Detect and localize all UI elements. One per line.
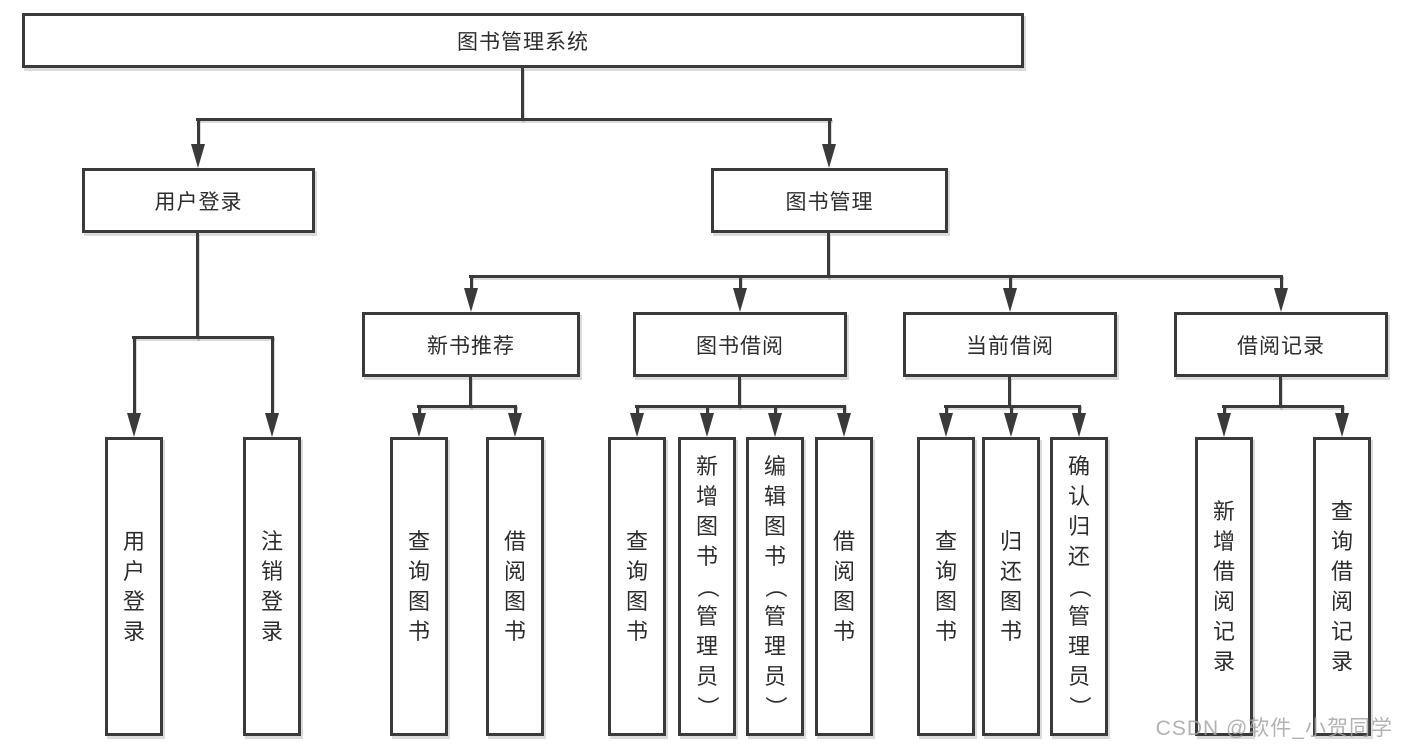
leaf-br-query-record: 查询借阅记录 [1313, 437, 1371, 736]
connector-borrow-records-stem [1279, 377, 1282, 408]
arrowhead-icon [265, 413, 279, 437]
arrow-to-leaf-user-login [127, 336, 141, 437]
arrow-to-leaf-logout [265, 336, 279, 437]
node-book-mgmt-label: 图书管理 [785, 190, 874, 214]
leaf-bb-query-book-label: 查询图书 [625, 528, 648, 644]
arrowhead-icon [1274, 288, 1288, 312]
arrowhead-icon [1335, 413, 1349, 437]
node-book-borrow-label: 图书借阅 [696, 334, 784, 358]
arrow-to-leaf-br-add-record [1217, 405, 1231, 437]
node-borrow-records-label: 借阅记录 [1237, 334, 1325, 358]
node-current-borrow-label: 当前借阅 [966, 334, 1054, 358]
arrowhead-icon [412, 413, 426, 437]
leaf-cb-return-book: 归还图书 [982, 437, 1040, 736]
arrow-to-leaf-cb-return-book [1004, 405, 1018, 437]
node-user-login-label: 用户登录 [154, 190, 243, 214]
leaf-rec-borrow-book-label: 借阅图书 [503, 528, 526, 644]
node-new-book-rec-label: 新书推荐 [427, 334, 515, 358]
arrow-to-leaf-cb-confirm-return [1072, 405, 1086, 437]
connector-level3-branch [469, 275, 1283, 278]
connector-root-stem [521, 68, 524, 120]
leaf-user-login: 用户登录 [105, 437, 163, 736]
leaf-bb-edit-book-label: 编辑图书（管理员） [763, 453, 788, 718]
leaf-br-add-record-label: 新增借阅记录 [1212, 498, 1235, 674]
leaf-bb-edit-book: 编辑图书（管理员） [746, 437, 804, 736]
arrowhead-icon [837, 413, 851, 437]
arrowhead-icon [191, 144, 205, 168]
node-borrow-records: 借阅记录 [1174, 312, 1388, 377]
arrow-to-borrow-records [1274, 275, 1288, 312]
node-new-book-rec: 新书推荐 [362, 312, 580, 377]
arrow-to-book-borrow [733, 275, 747, 312]
arrowhead-icon [464, 288, 478, 312]
connector-book-borrow-branch [635, 405, 846, 408]
leaf-cb-return-book-label: 归还图书 [999, 528, 1022, 644]
connector-level2-branch [196, 118, 832, 121]
arrowhead-icon [1003, 288, 1017, 312]
leaf-cb-query-book-label: 查询图书 [934, 528, 957, 644]
arrow-to-current-borrow [1003, 275, 1017, 312]
leaf-rec-query-book-label: 查询图书 [407, 528, 430, 644]
node-root-label: 图书管理系统 [457, 30, 589, 54]
arrow-to-leaf-bb-add-book [700, 405, 714, 437]
connector-book-mgmt-stem [827, 233, 830, 278]
arrow-to-leaf-cb-query-book [939, 405, 953, 437]
arrowhead-icon [733, 288, 747, 312]
arrow-to-book-mgmt [822, 118, 836, 168]
arrow-to-new-book-rec [464, 275, 478, 312]
node-book-mgmt: 图书管理 [711, 168, 948, 233]
leaf-logout: 注销登录 [243, 437, 301, 736]
arrowhead-icon [700, 413, 714, 437]
arrowhead-icon [1217, 413, 1231, 437]
leaf-cb-confirm-return: 确认归还（管理员） [1050, 437, 1108, 736]
arrowhead-icon [822, 144, 836, 168]
connector-user-login-stem [196, 233, 199, 339]
connector-new-book-rec-branch [417, 405, 517, 408]
node-user-login: 用户登录 [82, 168, 315, 233]
arrow-to-leaf-rec-query-book [412, 405, 426, 437]
connector-user-login-branch [132, 336, 274, 339]
csdn-watermark: CSDN @软件_小贺同学 [1155, 717, 1393, 740]
node-book-borrow: 图书借阅 [633, 312, 847, 377]
leaf-cb-confirm-return-label: 确认归还（管理员） [1067, 453, 1092, 718]
connector-current-borrow-stem [1008, 377, 1011, 408]
leaf-br-add-record: 新增借阅记录 [1195, 437, 1253, 736]
node-current-borrow: 当前借阅 [903, 312, 1117, 377]
arrow-to-leaf-br-query-record [1335, 405, 1349, 437]
leaf-cb-query-book: 查询图书 [917, 437, 975, 736]
arrowhead-icon [1072, 413, 1086, 437]
leaf-rec-query-book: 查询图书 [390, 437, 448, 736]
arrowhead-icon [939, 413, 953, 437]
leaf-user-login-label: 用户登录 [122, 528, 145, 644]
arrow-to-leaf-bb-edit-book [768, 405, 782, 437]
leaf-br-query-record-label: 查询借阅记录 [1330, 498, 1353, 674]
arrowhead-icon [768, 413, 782, 437]
arrowhead-icon [1004, 413, 1018, 437]
connector-new-book-rec-stem [469, 377, 472, 408]
leaf-bb-add-book-label: 新增图书（管理员） [695, 453, 720, 718]
arrowhead-icon [127, 413, 141, 437]
arrow-to-user-login [191, 118, 205, 168]
connector-current-borrow-branch [944, 405, 1081, 408]
leaf-logout-label: 注销登录 [260, 528, 283, 644]
leaf-bb-borrow-book-label: 借阅图书 [832, 528, 855, 644]
arrowhead-icon [508, 413, 522, 437]
arrow-to-leaf-bb-borrow-book [837, 405, 851, 437]
leaf-bb-borrow-book: 借阅图书 [815, 437, 873, 736]
arrow-to-leaf-bb-query-book [630, 405, 644, 437]
connector-borrow-records-branch [1222, 405, 1344, 408]
leaf-rec-borrow-book: 借阅图书 [486, 437, 544, 736]
leaf-bb-query-book: 查询图书 [608, 437, 666, 736]
arrow-to-leaf-rec-borrow-book [508, 405, 522, 437]
arrowhead-icon [630, 413, 644, 437]
connector-book-borrow-stem [738, 377, 741, 408]
node-root: 图书管理系统 [22, 13, 1024, 68]
leaf-bb-add-book: 新增图书（管理员） [678, 437, 736, 736]
